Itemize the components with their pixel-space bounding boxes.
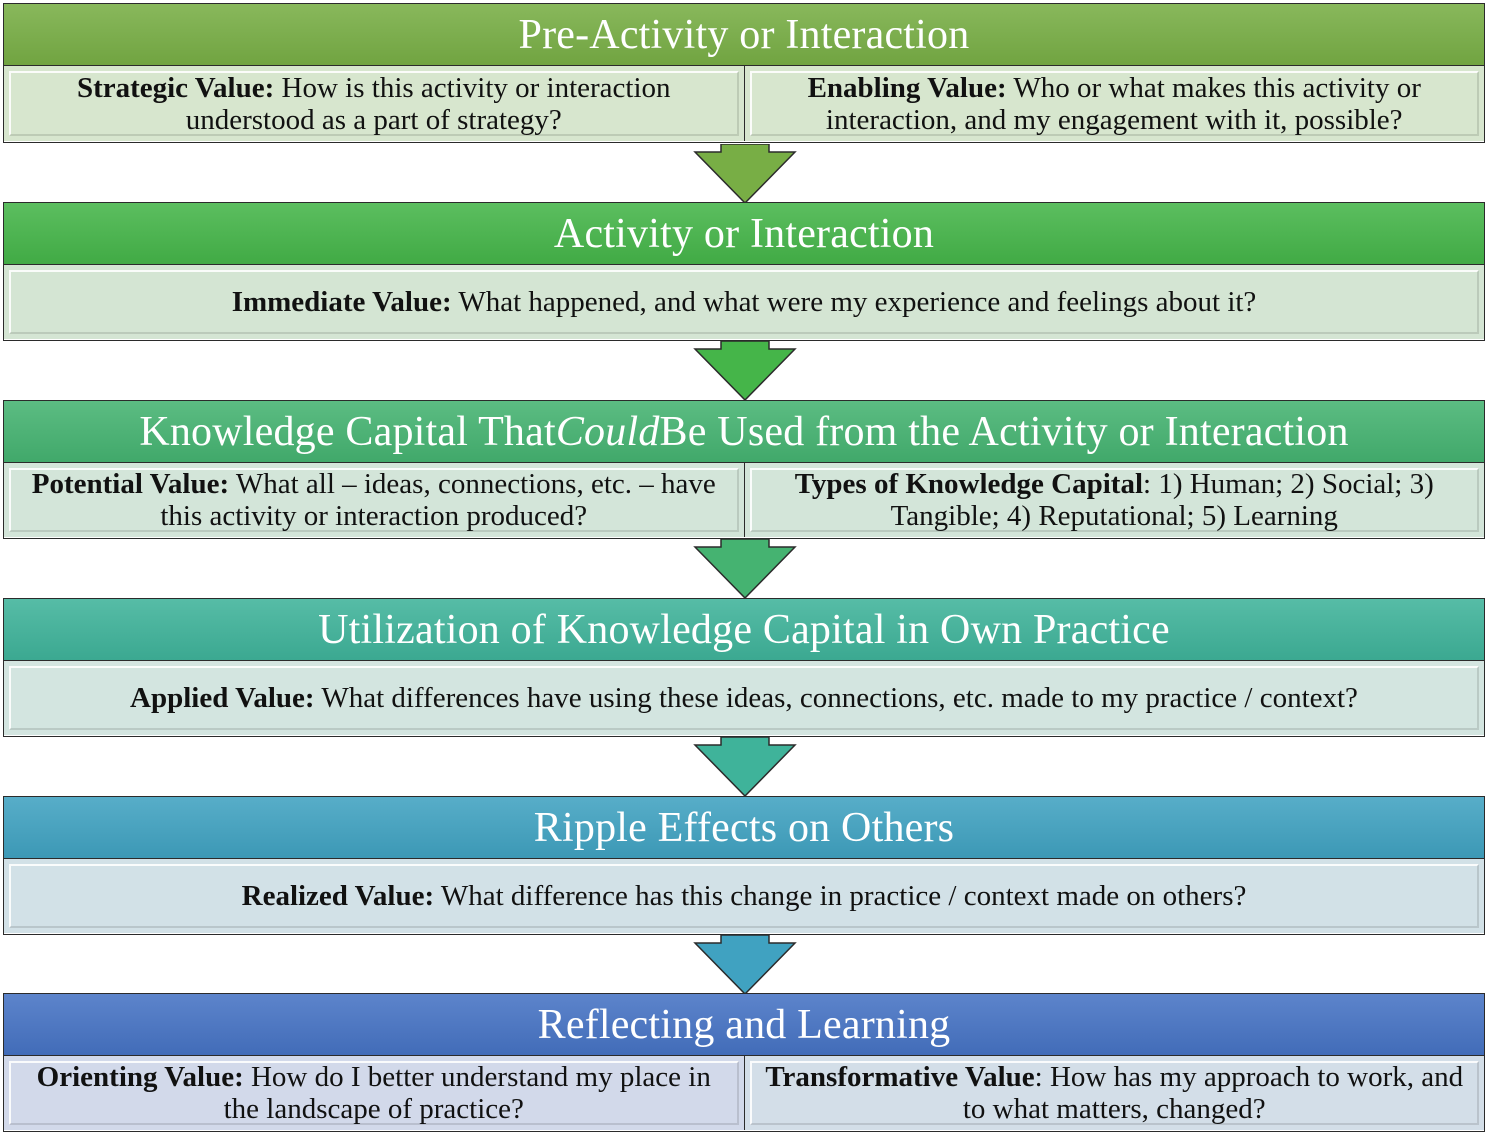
stage-title-end: Be Used from the Activity or Interaction (659, 408, 1349, 455)
realized-value-label: Realized Value: (241, 880, 435, 912)
knowledge-capital-types-label: Types of Knowledge Capital (794, 468, 1144, 500)
down-arrow-icon (693, 144, 797, 204)
down-arrow-icon (693, 935, 797, 995)
down-arrow-icon (693, 341, 797, 401)
applied-value-label: Applied Value: (130, 682, 315, 714)
strategic-value-cell: Strategic Value: How is this activity or… (4, 66, 744, 141)
realized-value-question: What difference has this change in pract… (434, 880, 1247, 912)
orienting-value-question: How do I better understand my place in t… (223, 1061, 711, 1125)
stage-pre-activity: Pre-Activity or Interaction Strategic Va… (3, 3, 1485, 143)
transformative-value-cell: Transformative Value: How has my approac… (743, 1056, 1484, 1130)
strategic-value-question: How is this activity or interaction unde… (185, 71, 671, 136)
stage-title: Activity or Interaction (4, 203, 1484, 265)
immediate-value-question: What happened, and what were my experien… (451, 286, 1257, 318)
potential-value-label: Potential Value: (31, 468, 230, 500)
knowledge-capital-types-cell: Types of Knowledge Capital: 1) Human; 2)… (743, 463, 1484, 537)
knowledge-capital-types-list: : 1) Human; 2) Social; 3) Tangible; 4) R… (890, 468, 1434, 532)
stage-ripple-effects: Ripple Effects on Others Realized Value:… (3, 796, 1485, 935)
realized-value-cell: Realized Value: What difference has this… (4, 859, 1484, 933)
stage-title: Ripple Effects on Others (4, 797, 1484, 859)
stage-knowledge-capital: Knowledge Capital That Could Be Used fro… (3, 400, 1485, 539)
orienting-value-cell: Orienting Value: How do I better underst… (4, 1056, 744, 1130)
down-arrow-icon (693, 737, 797, 797)
transformative-value-label: Transformative Value (765, 1061, 1035, 1093)
immediate-value-label: Immediate Value: (231, 286, 452, 318)
immediate-value-cell: Immediate Value: What happened, and what… (4, 265, 1484, 339)
transformative-value-question: : How has my approach to work, and to wh… (962, 1061, 1464, 1125)
stage-title: Pre-Activity or Interaction (4, 4, 1484, 66)
stage-activity: Activity or Interaction Immediate Value:… (3, 202, 1485, 341)
orienting-value-label: Orienting Value: (36, 1061, 244, 1093)
enabling-value-cell: Enabling Value: Who or what makes this a… (743, 66, 1484, 141)
down-arrow-icon (693, 539, 797, 599)
strategic-value-label: Strategic Value: (76, 71, 275, 104)
stage-title-start: Knowledge Capital That (139, 408, 556, 455)
potential-value-question: What all – ideas, connections, etc. – ha… (160, 468, 716, 532)
stage-reflecting-learning: Reflecting and Learning Orienting Value:… (3, 993, 1485, 1132)
enabling-value-question: Who or what makes this activity or inter… (825, 71, 1421, 136)
applied-value-question: What differences have using these ideas,… (314, 682, 1358, 714)
stage-title-emphasis: Could (555, 408, 660, 455)
applied-value-cell: Applied Value: What differences have usi… (4, 661, 1484, 735)
stage-utilization: Utilization of Knowledge Capital in Own … (3, 598, 1485, 737)
stage-title: Reflecting and Learning (4, 994, 1484, 1056)
potential-value-cell: Potential Value: What all – ideas, conne… (4, 463, 744, 537)
enabling-value-label: Enabling Value: (807, 71, 1007, 104)
stage-title: Utilization of Knowledge Capital in Own … (4, 599, 1484, 661)
stage-title: Knowledge Capital That Could Be Used fro… (4, 401, 1484, 463)
